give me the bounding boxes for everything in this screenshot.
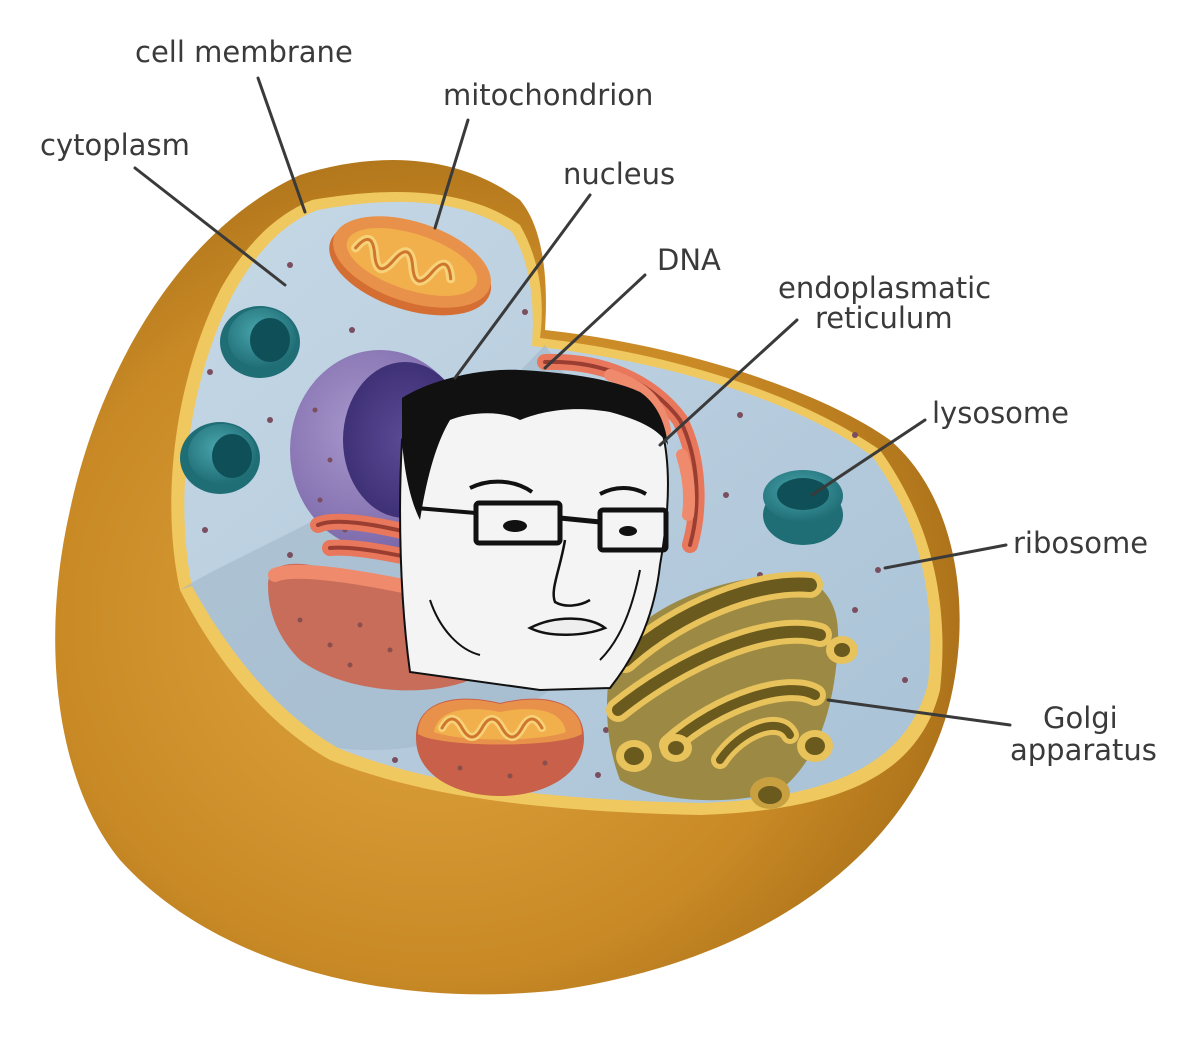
ribosome-dot: [852, 432, 858, 438]
label-golgi-line1: Golgi: [1043, 701, 1118, 735]
ribosomes: [202, 262, 908, 778]
ribosome-dot: [297, 617, 303, 623]
label-mitochondrion: mitochondrion: [443, 78, 653, 112]
ribosome-dot: [737, 412, 743, 418]
ribosome-dot: [207, 369, 213, 375]
label-ribosome: ribosome: [1013, 526, 1148, 560]
ribosome-dot: [522, 309, 528, 315]
ribosome-dot: [542, 760, 548, 766]
ribosome-dot: [357, 622, 363, 628]
face-nose: [552, 539, 591, 607]
leader-ribosome: [883, 543, 1008, 570]
face-brow-left: [469, 479, 534, 494]
ribosome-dot: [287, 552, 293, 558]
eyeglasses-icon: [415, 500, 669, 553]
ribosome-dot: [852, 607, 858, 613]
label-lysosome: lysosome: [932, 396, 1069, 430]
label-dna: DNA: [657, 243, 721, 277]
label-cell-membrane: cell membrane: [135, 35, 353, 69]
face-mouth: [527, 617, 608, 636]
leader-lysosome: [810, 418, 927, 497]
leader-cell-membrane: [256, 76, 307, 214]
lysosome-left-top: [220, 306, 300, 378]
golgi-vesicle: [758, 786, 782, 804]
nuclear-pore: [312, 407, 318, 413]
nuclear-pore: [327, 457, 333, 463]
ribosome-dot: [287, 262, 293, 268]
ribosome-dot: [457, 765, 463, 771]
mitochondrion-bottom: [416, 698, 584, 796]
face-cheek-line: [429, 599, 481, 656]
lysosome-right: [763, 470, 843, 545]
mitochondrion-top: [329, 216, 492, 316]
ribosome-dot: [327, 642, 333, 648]
label-endoplasmic-reticulum-line2: reticulum: [815, 301, 953, 335]
ribosome-dot: [202, 527, 208, 533]
ribosome-dot: [875, 567, 881, 573]
leader-golgi: [826, 698, 1012, 727]
ribosome-dot: [595, 772, 601, 778]
labels: cell membrane mitochondrion cytoplasm nu…: [40, 35, 1157, 767]
label-cytoplasm: cytoplasm: [40, 128, 190, 162]
face-brow-right: [599, 486, 647, 496]
golgi-apparatus: [606, 571, 858, 809]
ribosome-dot: [392, 757, 398, 763]
ribosome-dot: [603, 727, 609, 733]
leader-lines: [133, 76, 1012, 727]
ribosome-dot: [723, 492, 729, 498]
label-golgi-line2: apparatus: [1010, 733, 1157, 767]
endoplasmic-reticulum-right: [537, 353, 705, 553]
leader-er: [658, 318, 799, 447]
leader-dna: [543, 273, 647, 370]
leader-cytoplasm: [133, 166, 287, 287]
golgi-vesicle: [624, 747, 644, 765]
label-endoplasmic-reticulum-line1: endoplasmatic: [778, 271, 991, 305]
cartoon-face-overlay: [399, 369, 669, 692]
label-nucleus: nucleus: [563, 157, 675, 191]
lysosome-left-bottom: [180, 422, 260, 494]
golgi-vesicle: [668, 741, 684, 755]
face-cheek-line: [599, 569, 641, 661]
golgi-vesicle: [805, 737, 825, 755]
face-hair: [402, 369, 668, 520]
ribosome-dot: [902, 677, 908, 683]
ribosome-dot: [347, 662, 353, 668]
ribosome-dot: [267, 417, 273, 423]
nuclear-pore: [317, 497, 323, 503]
ribosome-dot: [507, 773, 513, 779]
leader-nucleus: [453, 193, 592, 380]
ribosome-dot: [387, 647, 393, 653]
ribosome-dot: [349, 327, 355, 333]
leader-mitochondrion: [433, 118, 470, 230]
golgi-vesicle: [834, 643, 850, 657]
